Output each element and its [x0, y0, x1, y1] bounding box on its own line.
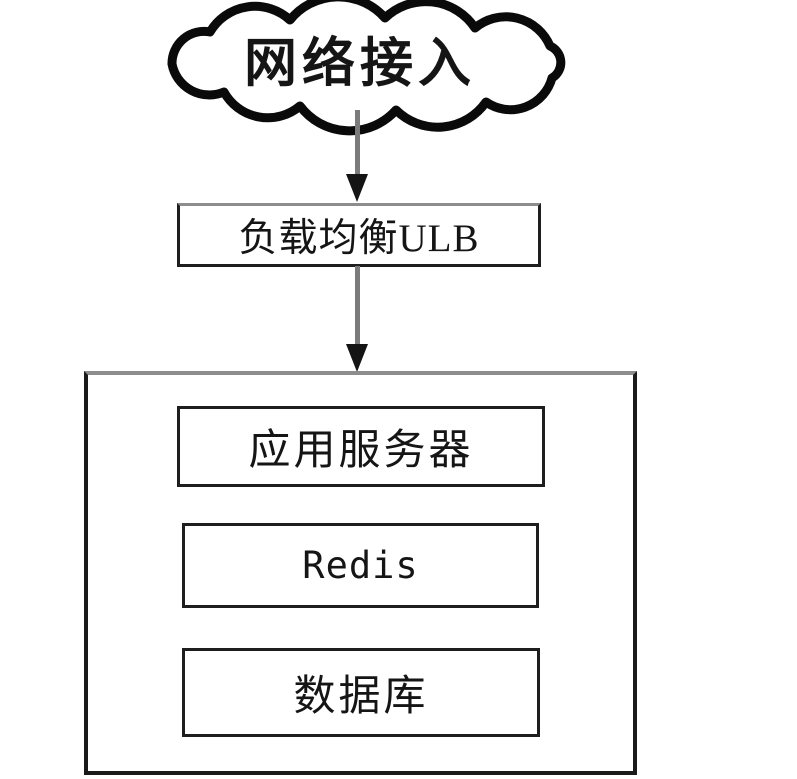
- cloud-icon: [167, 0, 566, 136]
- cloud-label: 网络接入: [244, 35, 476, 93]
- arrow-shaft: [354, 266, 360, 344]
- app-server-box: 应用服务器: [177, 406, 545, 487]
- load-balancer-box: 负载均衡ULB: [177, 203, 541, 267]
- load-balancer-label: 负载均衡ULB: [238, 217, 480, 260]
- network-access-cloud: 网络接入: [150, 0, 570, 136]
- arrow-down-icon: [346, 110, 368, 202]
- database-box: 数据库: [182, 648, 540, 737]
- database-label: 数据库: [293, 674, 429, 720]
- server-group-box: 应用服务器 Redis 数据库: [84, 371, 637, 775]
- redis-label: Redis: [302, 544, 419, 587]
- app-server-label: 应用服务器: [248, 428, 474, 474]
- arrow-down-icon: [346, 266, 368, 372]
- arrow-head: [346, 174, 368, 202]
- arrow-head: [346, 344, 368, 372]
- redis-box: Redis: [182, 523, 539, 608]
- arrow-shaft: [354, 110, 360, 174]
